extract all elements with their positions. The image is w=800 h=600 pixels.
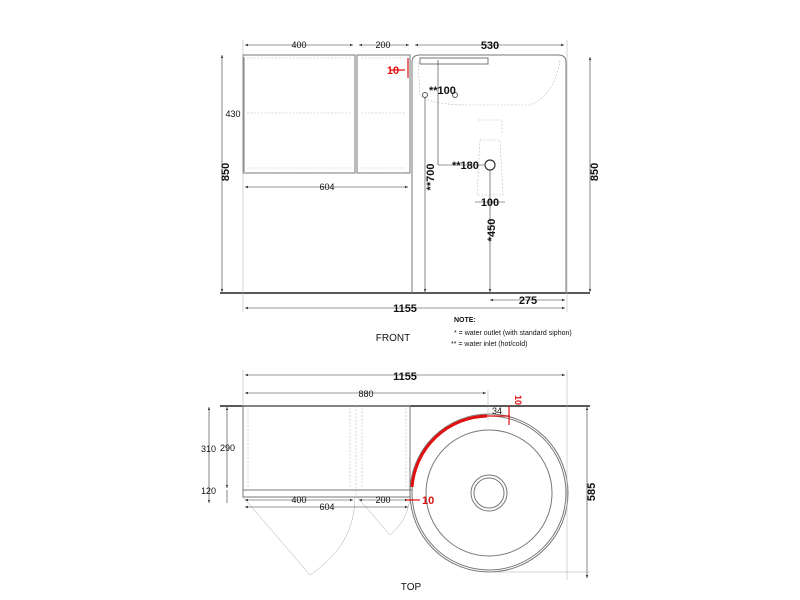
drain-icon bbox=[470, 474, 508, 512]
dim-inlet-height: **700 bbox=[425, 164, 437, 191]
dim-cab-right-width: 200 bbox=[375, 40, 390, 50]
dim-top-cab-total-width: 604 bbox=[319, 502, 334, 512]
dim-total-width: 1155 bbox=[393, 303, 417, 315]
dim-gap-side: 10 bbox=[422, 495, 434, 507]
basin-pedestal bbox=[411, 54, 567, 293]
dim-total-height-left: 850 bbox=[220, 163, 232, 181]
faucet-spout bbox=[419, 57, 489, 65]
dim-outlet-offset: 275 bbox=[519, 295, 537, 307]
cabinet-top bbox=[242, 405, 412, 576]
highlight-arc bbox=[410, 414, 488, 488]
top-view: 1155 880 34 10 10 310 290 120 400 200 60… bbox=[201, 370, 598, 593]
dim-cab-left-width: 400 bbox=[291, 40, 306, 50]
outlet-icon bbox=[484, 159, 496, 171]
basin-inner bbox=[417, 59, 561, 106]
front-view: 400 200 530 430 850 850 604 1155 275 10 … bbox=[220, 40, 601, 344]
dim-basin-depth: 585 bbox=[586, 483, 598, 501]
dim-gap-top: 10 bbox=[513, 395, 523, 405]
dim-inlet-spacing: **100 bbox=[429, 85, 456, 97]
dim-top-total-width: 1155 bbox=[393, 371, 417, 383]
dim-depth-total: 310 bbox=[201, 444, 216, 454]
basin-top bbox=[409, 413, 569, 573]
note-line: * = water outlet (with standard siphon) bbox=[454, 330, 572, 337]
dim-offset: 34 bbox=[492, 406, 502, 416]
dim-cab-to-center: 880 bbox=[358, 389, 373, 399]
dim-top-cab-left-width: 400 bbox=[291, 495, 306, 505]
door-swing-left bbox=[242, 496, 356, 576]
dim-basin-width: 530 bbox=[481, 40, 499, 52]
dim-inlet-depth: **180 bbox=[452, 160, 479, 172]
top-dimensions bbox=[207, 370, 590, 580]
inlet-icon bbox=[422, 92, 428, 98]
front-view-title: FRONT bbox=[376, 333, 410, 344]
dim-cab-height: 430 bbox=[225, 109, 240, 119]
door-swing-right bbox=[356, 496, 411, 536]
dim-outlet-height: *450 bbox=[486, 219, 498, 242]
dim-outlet-diameter: 100 bbox=[481, 197, 499, 209]
dim-door-depth: 120 bbox=[201, 486, 216, 496]
cabinet-front bbox=[242, 54, 411, 174]
note-heading: NOTE: bbox=[454, 317, 476, 324]
front-dimensions bbox=[220, 40, 592, 312]
top-view-title: TOP bbox=[401, 582, 422, 593]
dim-depth-body: 290 bbox=[220, 443, 235, 453]
dim-total-height-right: 850 bbox=[589, 163, 601, 181]
note-line: ** = water inlet (hot/cold) bbox=[451, 341, 527, 348]
note: NOTE: * = water outlet (with standard si… bbox=[451, 317, 572, 348]
inlet-icon bbox=[452, 92, 458, 98]
siphon bbox=[476, 119, 504, 196]
dim-top-cab-right-width: 200 bbox=[375, 495, 390, 505]
dim-cab-total-width: 604 bbox=[319, 182, 334, 192]
dim-gap: 10 bbox=[387, 65, 399, 77]
